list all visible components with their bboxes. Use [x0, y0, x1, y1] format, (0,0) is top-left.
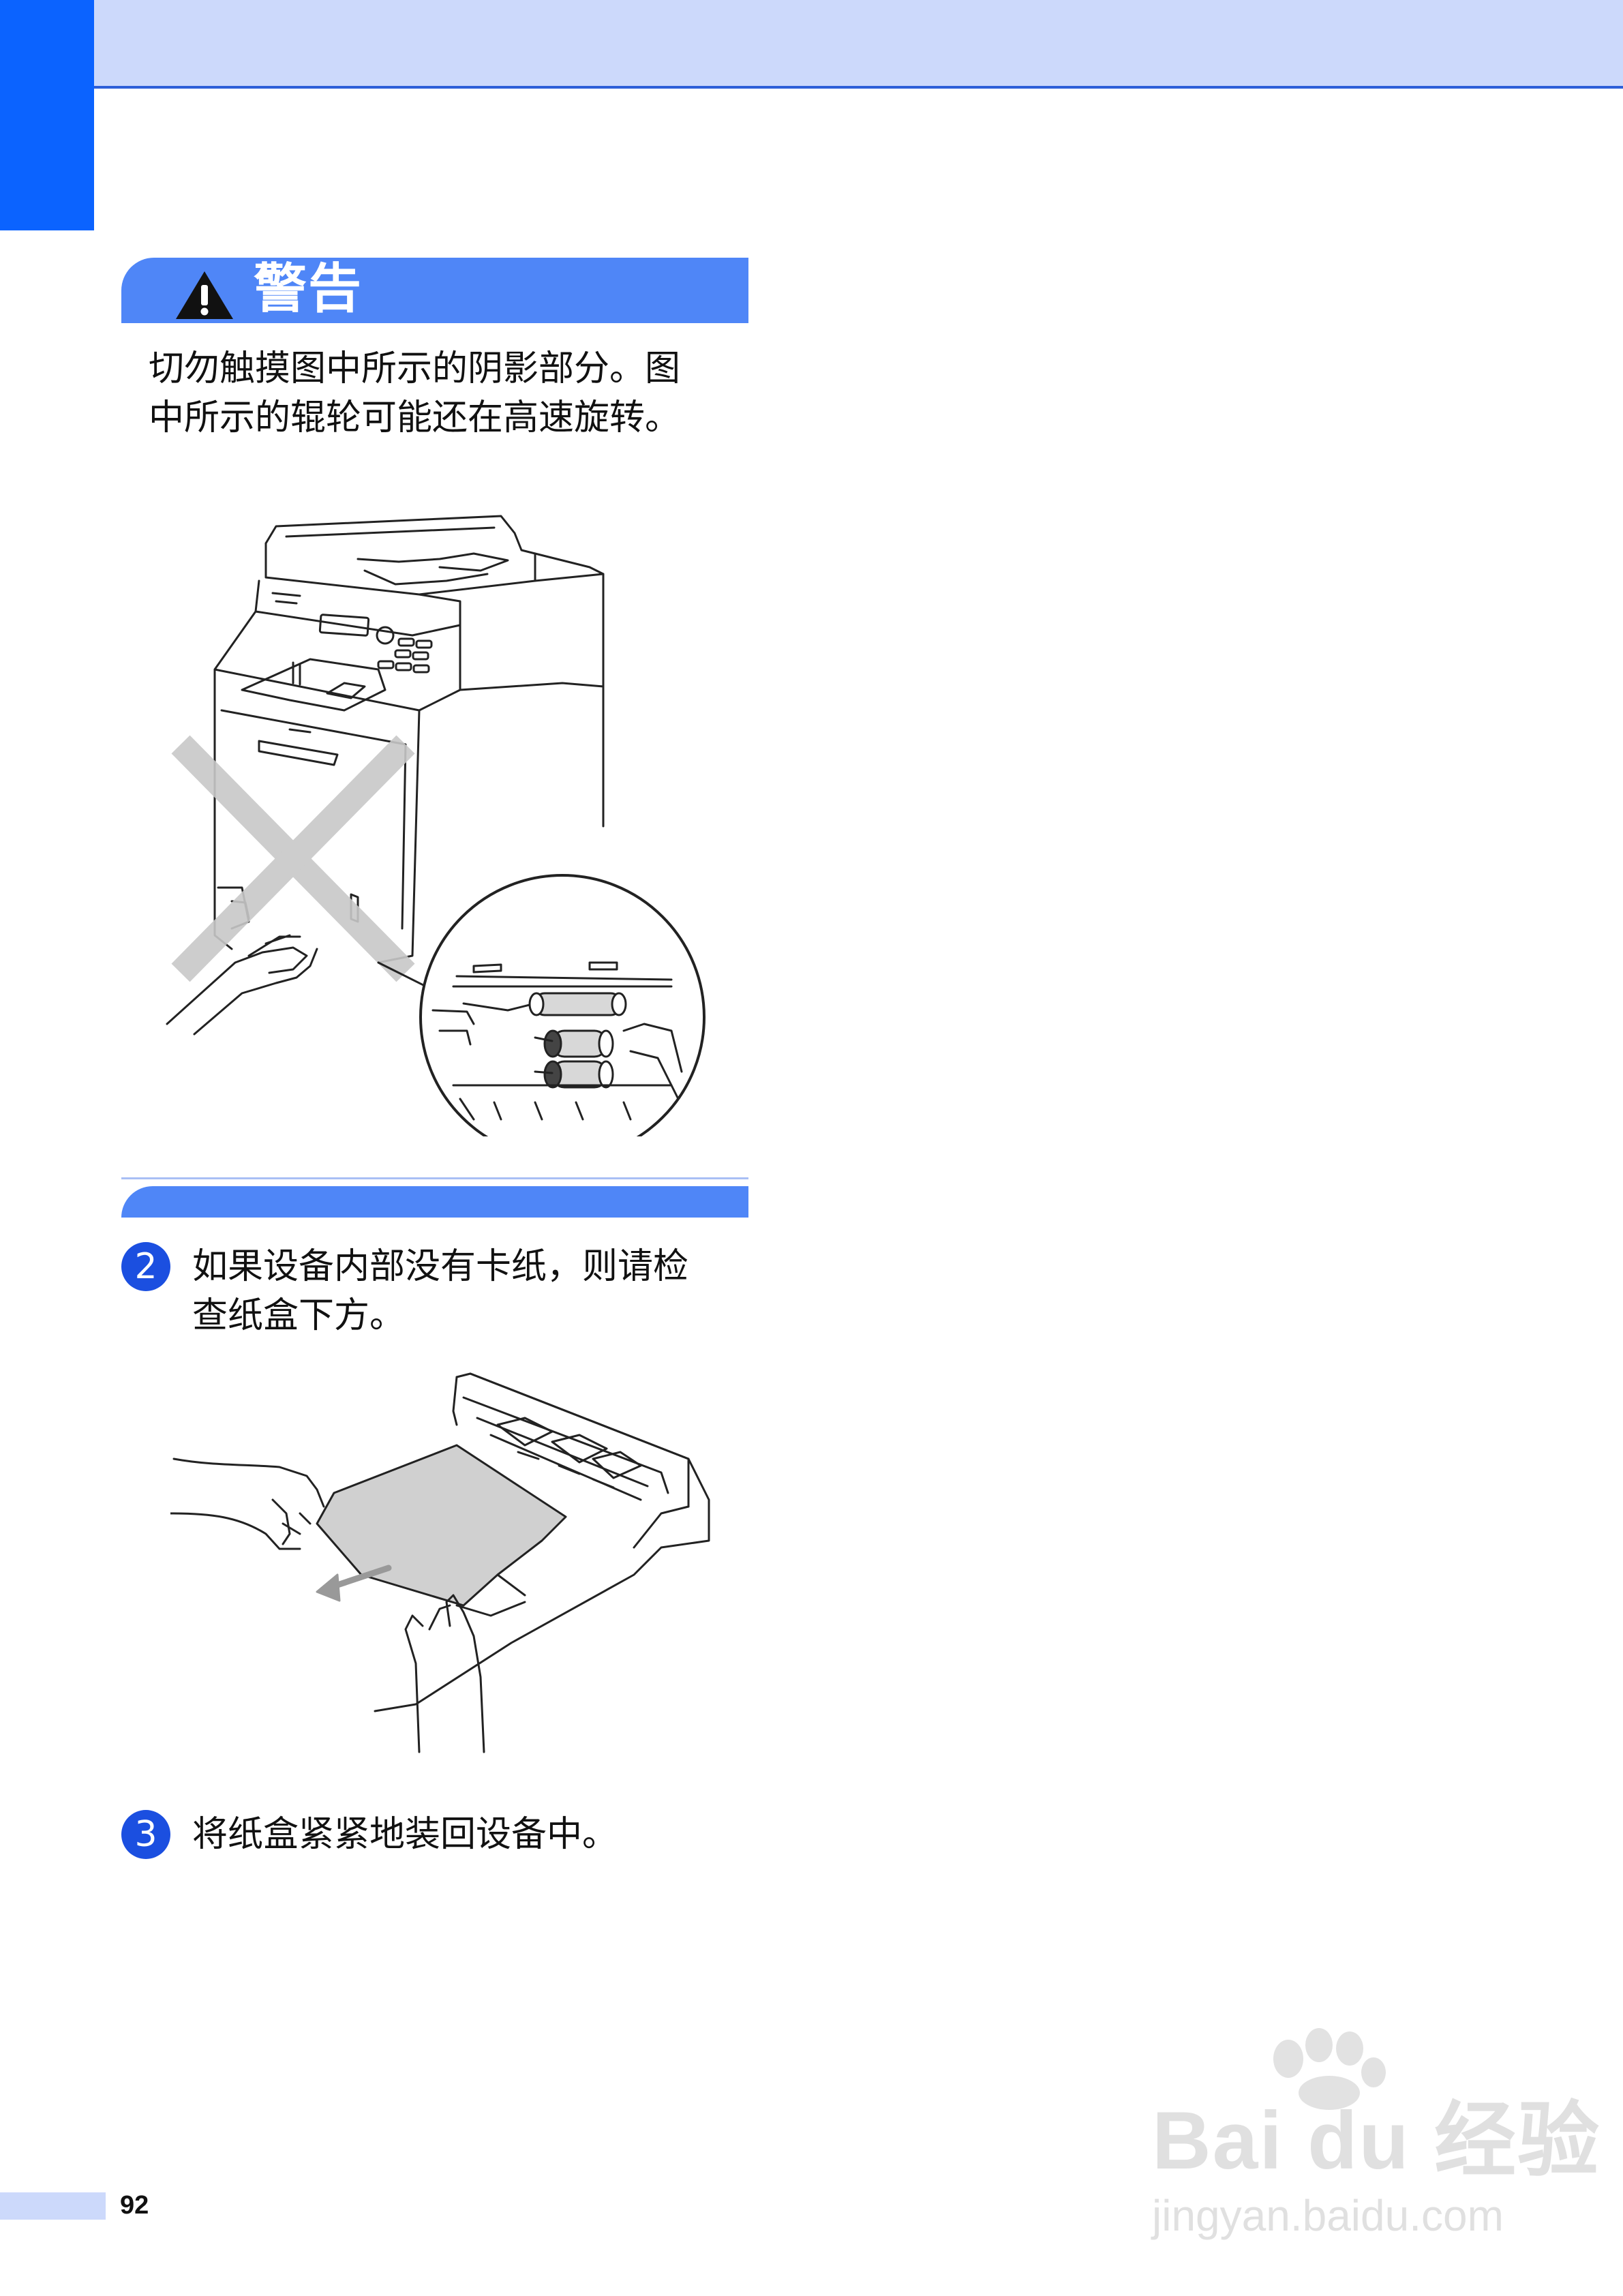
header-band — [0, 0, 1623, 89]
watermark-brand: Bai du 经验 — [1152, 2095, 1601, 2186]
step-3-line-1: 将纸盒紧紧地装回设备中。 — [192, 1814, 618, 1855]
step-2-number: 2 — [121, 1242, 170, 1291]
section-divider-line — [121, 1177, 748, 1179]
chapter-tab — [0, 0, 94, 230]
warning-triangle-icon — [176, 271, 233, 319]
step-3-number: 3 — [121, 1810, 170, 1859]
warning-text: 切勿触摸图中所示的阴影部分。图 中所示的辊轮可能还在高速旋转。 — [149, 344, 748, 442]
warning-text-line-1: 切勿触摸图中所示的阴影部分。图 — [149, 348, 681, 389]
footer-band — [0, 2192, 106, 2220]
warning-text-line-2: 中所示的辊轮可能还在高速旋转。 — [149, 397, 681, 438]
watermark-url: jingyan.baidu.com — [1152, 2191, 1504, 2240]
step-2-text: 如果设备内部没有卡纸，则请检 查纸盒下方。 — [192, 1242, 748, 1340]
baidu-paw-logo — [1273, 2028, 1386, 2110]
section-divider-bar — [121, 1186, 748, 1218]
warning-title: 警告 — [254, 258, 363, 320]
paper-tray-illustration — [170, 1372, 710, 1753]
printer-illustration — [166, 515, 706, 1136]
step-3-text: 将纸盒紧紧地装回设备中。 — [192, 1810, 748, 1859]
step-2-line-2: 查纸盒下方。 — [192, 1295, 406, 1336]
page-number: 92 — [120, 2191, 149, 2220]
step-2-line-1: 如果设备内部没有卡纸，则请检 — [192, 1246, 689, 1287]
